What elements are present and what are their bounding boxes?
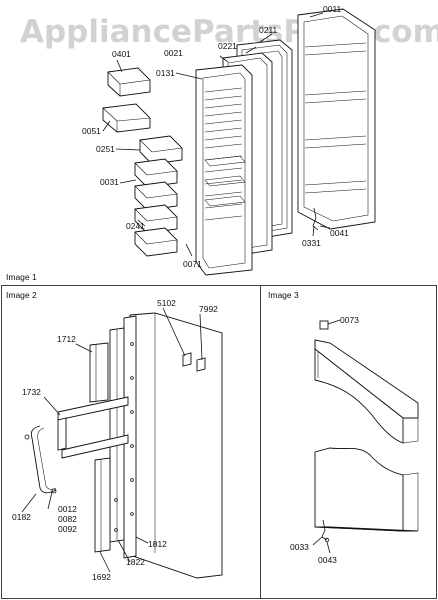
leader-lines-image2 [21, 307, 203, 573]
image2-title: Image 2 [6, 290, 37, 300]
callout-1822: 1822 [126, 557, 145, 567]
callout-0331: 0331 [302, 238, 321, 248]
callout-labels: 0011 0211 0221 0021 0401 0131 0051 0251 … [12, 4, 359, 582]
lower-door-panel-piece [314, 447, 419, 532]
inner-door-frame [195, 64, 253, 276]
door-bin-0241-b [134, 227, 178, 257]
callout-1812: 1812 [148, 539, 167, 549]
vertical-trim-strips [109, 315, 137, 559]
upper-door-panel-piece [314, 339, 419, 444]
callout-0071: 0071 [183, 259, 202, 269]
callout-0092: 0092 [58, 524, 77, 534]
callout-0131: 0131 [156, 68, 175, 78]
callout-7992: 7992 [199, 304, 218, 314]
bracket-5102 [182, 352, 206, 372]
door-panel-image3 [312, 319, 419, 554]
door-bin-0251 [139, 135, 183, 165]
callout-0041: 0041 [330, 228, 349, 238]
callout-0011: 0011 [323, 4, 342, 14]
hinge-0331 [312, 207, 319, 231]
lower-panels-frame [1, 285, 437, 599]
callout-0211: 0211 [259, 25, 278, 35]
callout-0051: 0051 [82, 126, 101, 136]
cap-0073 [319, 320, 329, 330]
lower-channel-1692 [94, 457, 111, 553]
callout-1732: 1732 [22, 387, 41, 397]
callout-0073: 0073 [340, 315, 359, 325]
callout-0043: 0043 [318, 555, 337, 565]
callout-0021: 0021 [164, 48, 183, 58]
image3-title: Image 3 [268, 290, 299, 300]
leader-lines-image3 [312, 319, 341, 554]
callout-0221: 0221 [218, 41, 237, 51]
hinge-0033 [321, 519, 330, 543]
dairy-door-bin-0401 [107, 67, 151, 97]
callout-0401: 0401 [112, 49, 131, 59]
cabinet-back-image2 [21, 307, 223, 579]
door-assembly-image1 [102, 8, 376, 276]
callout-0251: 0251 [96, 144, 115, 154]
screw-points [114, 342, 134, 532]
left-rail-1732 [57, 396, 129, 459]
image1-title: Image 1 [6, 272, 37, 282]
upper-channel-1712 [89, 342, 109, 403]
callout-0082: 0082 [58, 514, 77, 524]
door-bin-0031-a [134, 158, 178, 188]
callout-0241: 0241 [126, 221, 145, 231]
leader-lines-image1 [102, 12, 331, 257]
door-bin-0241-a [134, 204, 178, 234]
callout-1712: 1712 [57, 334, 76, 344]
door-shelf-0051 [102, 103, 151, 133]
callout-1692: 1692 [92, 572, 111, 582]
door-bin-0031-b [134, 181, 178, 211]
outer-door-panel [297, 8, 376, 230]
door-shelf-rods [204, 155, 246, 207]
handle-assembly-0012 [24, 425, 57, 494]
cabinet-side-panel [129, 312, 223, 579]
callout-0033: 0033 [290, 542, 309, 552]
callout-0012: 0012 [58, 504, 77, 514]
callout-0182: 0182 [12, 512, 31, 522]
callout-0031: 0031 [100, 177, 119, 187]
callout-5102: 5102 [157, 298, 176, 308]
